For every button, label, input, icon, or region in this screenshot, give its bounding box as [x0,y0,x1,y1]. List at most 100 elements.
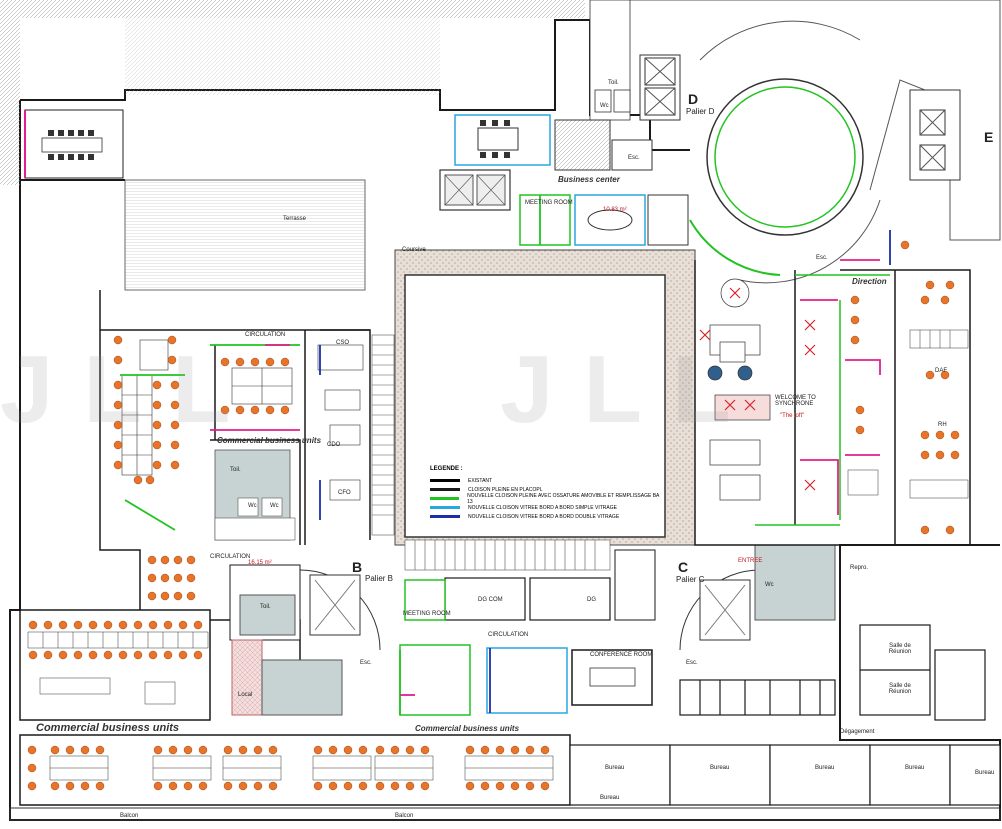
legend-item-text: CLOISON PLEINE EN PLACOPL [468,486,543,493]
balcony [9,807,1001,821]
courtyard [404,274,666,538]
hatched-zone-mid [125,0,440,95]
commercial-units-label-2: Commercial business units [36,722,180,734]
desks-lower-left [27,631,209,705]
degagement-label: Dégagement [840,729,875,735]
legend-swatch [430,497,460,500]
pink-partitions [210,259,880,696]
direction-pink-partitions [800,299,881,515]
balcon-label-1: Balcon [120,813,139,819]
commercial-units-label-3: Commercial business units [415,724,520,733]
legend-item: NOUVELLE CLOISON VITREE BORD A BORD SIMP… [430,503,660,512]
legend-item: CLOISON PLEINE EN PLACOPL [430,485,660,494]
wc-label-2: Wc [270,503,279,509]
chairs-bottom-strip [27,745,550,791]
local-label: Local [238,692,253,698]
legend-swatch [430,488,460,491]
wc-label-4: Wc [600,103,609,109]
top-left-toilets [589,0,631,121]
daf-label: DAF [935,368,947,374]
circulation-label-3: CIRCULATION [488,632,529,638]
terrasse-label: Terrasse [283,216,307,222]
area-label-2: 10.83 m² [603,207,627,213]
tower-label-e: E [984,129,994,145]
desks-bottom-strip [49,755,554,781]
repro-label: Repro. [850,565,869,571]
stairs-left [371,334,395,536]
conference-room-label: CONFERENCE ROOM [590,652,653,658]
dg-offices [404,577,611,621]
welcome-label: WELCOME TO SYNCHRONE [775,395,816,407]
business-center [439,114,689,246]
tower-label-c: C [678,559,689,575]
blue-partitions [319,230,891,713]
top-right-elevators [639,54,961,181]
legend-title: LEGENDE : [430,466,463,472]
legend-item: EXISTANT [430,476,660,485]
the-loft-label: "The loft" [780,413,805,419]
tower-label-b: B [352,559,363,575]
legend: LEGENDE : EXISTANT CLOISON PLEINE EN PLA… [430,466,660,521]
direction-wing [694,260,971,546]
wc-label-1: Wc [248,503,257,509]
desks-direction [847,329,969,499]
toil-label-2: Toil. [260,604,271,610]
legend-item: NOUVELLE CLOISON VITREE BORD A BORD DOUB… [430,512,660,521]
meeting-room-label-1: MEETING ROOM [525,200,573,206]
hatched-zone-left [0,0,20,185]
circulation-label-1: CIRCULATION [245,332,286,338]
desk-cluster-1 [121,339,364,501]
red-markers [699,287,816,491]
legend-item-text: NOUVELLE CLOISON PLEINE AVEC OSSATURE AM… [467,492,660,505]
direction-label: Direction [852,277,887,286]
palier-c-label: Palier C [676,575,705,584]
stairs-bottom [404,539,611,571]
terrasse-zone [124,179,366,291]
legend-item-text: EXISTANT [468,477,493,484]
tower-b [229,564,381,716]
bureau-label-6: Bureau [975,770,995,776]
direction-glass [755,274,890,526]
toil-label-3: Toil. [608,80,619,86]
bureau-label-4: Bureau [905,765,925,771]
legend-item: NOUVELLE CLOISON PLEINE AVEC OSSATURE AM… [430,492,660,505]
palier-d-label: Palier D [686,107,715,116]
salle-reunion-label-2: Salle de Réunion [888,683,912,695]
tower-label-d: D [688,91,699,107]
legend-item-text: NOUVELLE CLOISON VITREE BORD A BORD DOUB… [468,513,620,520]
circulation-label-2: CIRCULATION [210,554,251,560]
commercial-units-label-1: Commercial business units [217,436,322,445]
bureau-label-2: Bureau [710,765,730,771]
wc-label-3: Wc [765,582,774,588]
legend-swatch [430,506,460,509]
toil-label-1: Toil. [230,467,241,473]
lounge-furniture [707,278,771,501]
dg-com-label: DG COM [478,597,503,603]
palier-b-label: Palier B [365,574,394,583]
legend-item-text: NOUVELLE CLOISON VITREE BORD A BORD SIMP… [468,504,617,511]
area-label-1: 16.15 m² [248,560,272,566]
meeting-chairs-top-left [48,130,94,160]
bureau-label-1: Bureau [605,765,625,771]
meeting-room-label-2: MEETING ROOM [403,611,451,617]
tower-c [614,544,836,651]
legend-swatch [430,479,460,482]
bureau-label-5: Bureau [600,795,620,801]
cso-label: CSO [336,340,350,346]
esc-label-3: Esc. [686,660,698,666]
business-center-label: Business center [558,175,620,184]
legend-swatch [430,515,460,518]
esc-label-4: Esc. [816,255,828,261]
tower-d [689,20,881,284]
cfo-label: CFO [338,490,351,496]
cdo-label: CDO [327,442,341,448]
esc-label-2: Esc. [360,660,372,666]
salle-reunion-label-1: Salle de Réunion [888,643,912,655]
left-wing-walls [99,290,371,610]
rh-label: RH [938,422,947,428]
coursive-label: Coursive [402,247,426,253]
chairs-left-wing [113,335,290,601]
dg-label: DG [587,597,596,603]
balcon-label-2: Balcon [395,813,414,819]
